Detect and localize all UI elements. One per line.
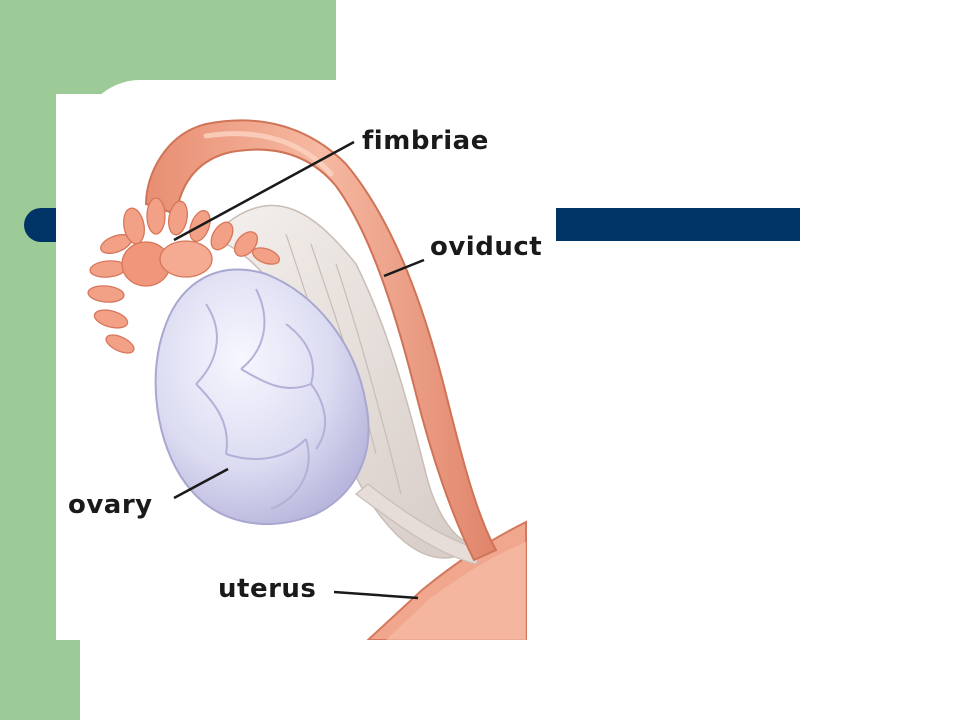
- title-bar-right-segment: [556, 208, 800, 241]
- label-ovary: ovary: [68, 490, 153, 520]
- leader-line-uterus: [333, 590, 419, 600]
- female-reproductive-illustration: [56, 94, 542, 640]
- uterus-highlight: [386, 542, 526, 640]
- leader-line-oviduct: [383, 258, 425, 278]
- label-uterus: uterus: [218, 574, 317, 604]
- leader-line-fimbriae: [173, 140, 355, 242]
- label-fimbriae: fimbriae: [362, 126, 489, 156]
- illustration-svg: [56, 94, 542, 640]
- oviduct-highlight: [203, 131, 334, 177]
- ovary-shape: [154, 268, 370, 525]
- fimbriae-fringe: [87, 197, 281, 354]
- leader-line-ovary: [173, 467, 229, 500]
- label-oviduct: oviduct: [430, 232, 543, 262]
